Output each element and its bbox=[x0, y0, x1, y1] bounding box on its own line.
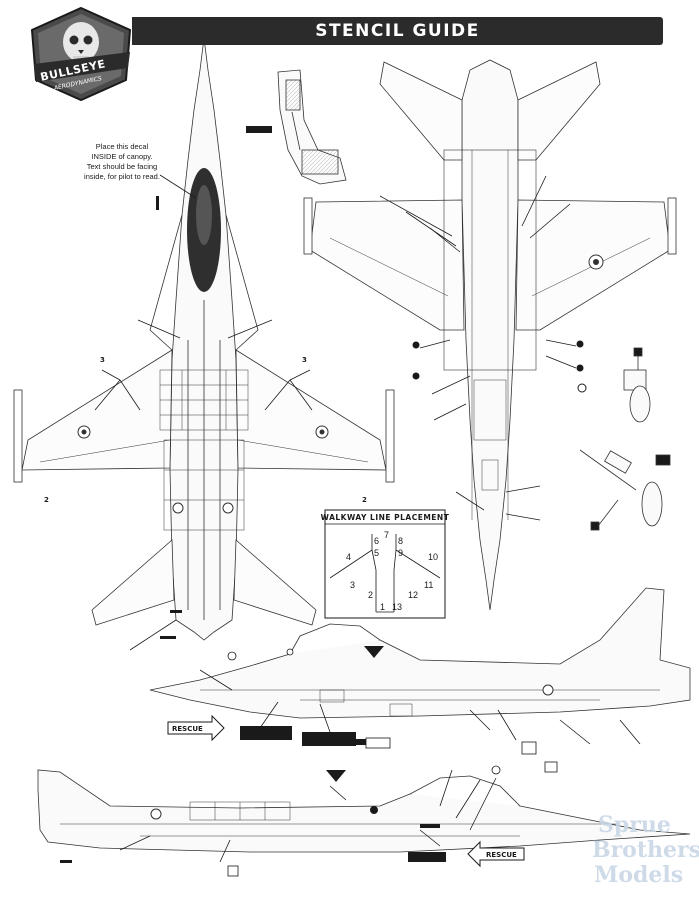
walkway-num-11: 11 bbox=[424, 580, 433, 590]
canopy-decal-note: Place this decal INSIDE of canopy. Text … bbox=[84, 142, 160, 181]
leader-lines-top bbox=[94, 174, 313, 651]
walkway-num-1: 1 bbox=[380, 602, 385, 612]
callout-3-right: 3 bbox=[302, 356, 307, 364]
walkway-num-9: 9 bbox=[398, 548, 403, 558]
side-view-left-markings bbox=[60, 765, 501, 877]
walkway-num-13: 13 bbox=[392, 602, 402, 612]
rescue-arrow-right bbox=[467, 840, 525, 868]
side-view-right bbox=[149, 587, 691, 719]
seat-stencil-bar bbox=[246, 126, 272, 133]
leader-lines-side-left bbox=[119, 769, 497, 863]
walkway-num-5: 5 bbox=[374, 548, 379, 558]
leader-lines-side-right bbox=[199, 669, 641, 745]
walkway-num-4: 4 bbox=[346, 552, 351, 562]
watermark-line1: Sprue bbox=[598, 812, 671, 838]
stencil-bars-top bbox=[156, 196, 182, 639]
callout-2-right: 2 bbox=[362, 496, 367, 504]
callout-3-left: 3 bbox=[100, 356, 105, 364]
side-view-right-markings bbox=[227, 646, 558, 773]
walkway-placement-diagram bbox=[324, 509, 446, 619]
landing-gear-drawings bbox=[579, 347, 671, 531]
walkway-numbers: 7 6 8 5 9 4 10 3 11 2 12 1 13 bbox=[346, 530, 438, 612]
ejection-seat-drawing bbox=[277, 69, 347, 185]
walkway-num-8: 8 bbox=[398, 536, 403, 546]
walkway-num-7: 7 bbox=[384, 530, 389, 540]
walkway-num-3: 3 bbox=[350, 580, 355, 590]
rescue-arrow-left bbox=[167, 714, 225, 742]
callout-2-left: 2 bbox=[44, 496, 49, 504]
walkway-num-12: 12 bbox=[408, 590, 418, 600]
rescue-label-right: RESCUE bbox=[486, 851, 517, 859]
bullseye-logo bbox=[30, 6, 132, 102]
rescue-label-left: RESCUE bbox=[172, 725, 203, 733]
insignia-markings-top bbox=[77, 425, 329, 514]
watermark-logo: Sprue Brothers Models bbox=[592, 812, 699, 888]
page-title: STENCIL GUIDE bbox=[132, 17, 663, 45]
walkway-num-10: 10 bbox=[428, 552, 438, 562]
walkway-title: WALKWAY LINE PLACEMENT bbox=[321, 513, 450, 522]
skull-icon bbox=[63, 22, 99, 62]
walkway-num-2: 2 bbox=[368, 590, 373, 600]
leader-lines-bottom bbox=[379, 175, 577, 521]
walkway-num-6: 6 bbox=[374, 536, 379, 546]
side-view-left bbox=[37, 769, 691, 853]
insignia-markings-bottom bbox=[412, 254, 604, 393]
watermark-line3: Models bbox=[594, 862, 683, 888]
watermark-line2: Brothers bbox=[592, 837, 699, 863]
top-view-aircraft bbox=[13, 37, 395, 641]
